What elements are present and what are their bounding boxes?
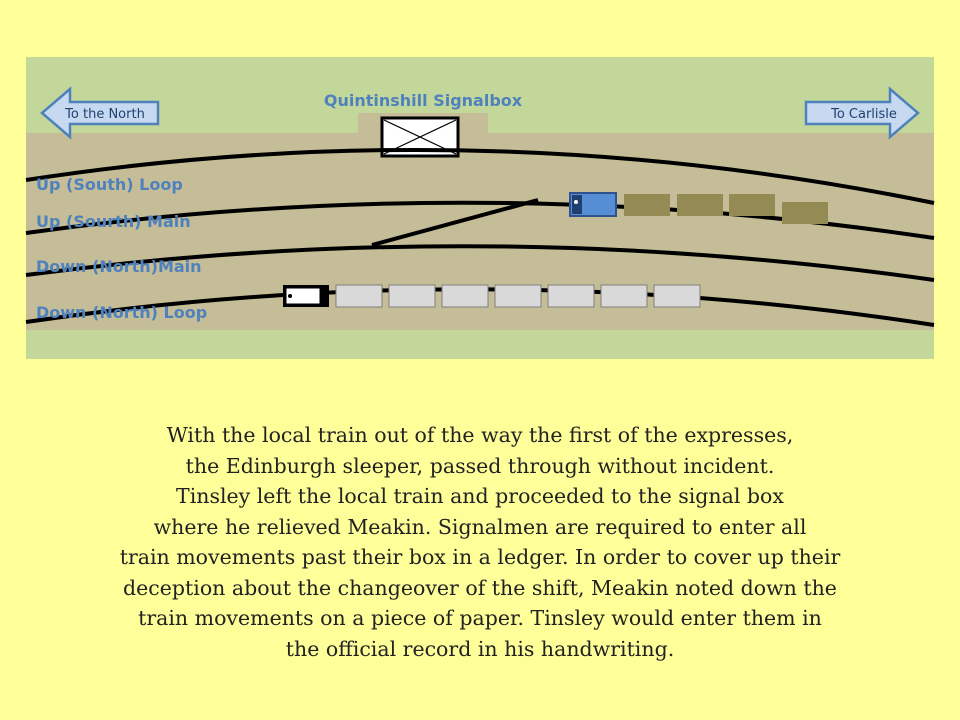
track-diagram: Quintinshill Signalbox To the North To C… bbox=[25, 57, 935, 359]
rail-up-loop bbox=[25, 147, 935, 205]
goods-wagon bbox=[782, 202, 828, 224]
narrative-line: the official record in his handwriting. bbox=[285, 636, 675, 661]
arrow-left-label: To the North bbox=[64, 107, 145, 122]
coach bbox=[494, 284, 542, 308]
narrative-line: With the local train out of the way the … bbox=[166, 423, 794, 447]
narrative-text: With the local train out of the way the … bbox=[20, 420, 940, 664]
track-label-down-loop: Down (North) Loop bbox=[36, 303, 207, 322]
goods-wagon bbox=[624, 194, 670, 216]
narrative-line: train movements on a piece of paper. Tin… bbox=[138, 606, 822, 630]
rail-down-main bbox=[25, 244, 935, 282]
arrow-to-carlisle: To Carlisle bbox=[804, 86, 920, 140]
arrow-right-label: To Carlisle bbox=[830, 107, 897, 122]
coach bbox=[600, 284, 648, 308]
narrative-line: the Edinburgh sleeper, passed through wi… bbox=[185, 453, 775, 478]
goods-train bbox=[569, 192, 828, 224]
right-arrow-icon bbox=[804, 86, 920, 140]
narrative-line: train movements past their box in a ledg… bbox=[119, 545, 841, 569]
crossover bbox=[371, 198, 539, 247]
local-train bbox=[283, 284, 701, 308]
coach bbox=[388, 284, 436, 308]
goods-wagon bbox=[729, 194, 775, 216]
narrative-line: where he relieved Meakin. Signalmen are … bbox=[153, 514, 807, 539]
signalbox-label: Quintinshill Signalbox bbox=[324, 91, 523, 110]
left-arrow-icon bbox=[40, 86, 160, 140]
track-label-up-loop: Up (South) Loop bbox=[36, 175, 183, 194]
arrow-to-north: To the North bbox=[40, 86, 160, 140]
track-label-down-main: Down (North)Main bbox=[36, 257, 202, 276]
coach bbox=[547, 284, 595, 308]
coach bbox=[653, 284, 701, 308]
goods-wagon bbox=[677, 194, 723, 216]
track-label-up-main: Up (Sourth) Main bbox=[36, 212, 191, 231]
coach bbox=[441, 284, 489, 308]
narrative-line: deception about the changeover of the sh… bbox=[123, 575, 837, 600]
narrative-line: Tinsley left the local train and proceed… bbox=[176, 484, 784, 508]
coach bbox=[335, 284, 383, 308]
